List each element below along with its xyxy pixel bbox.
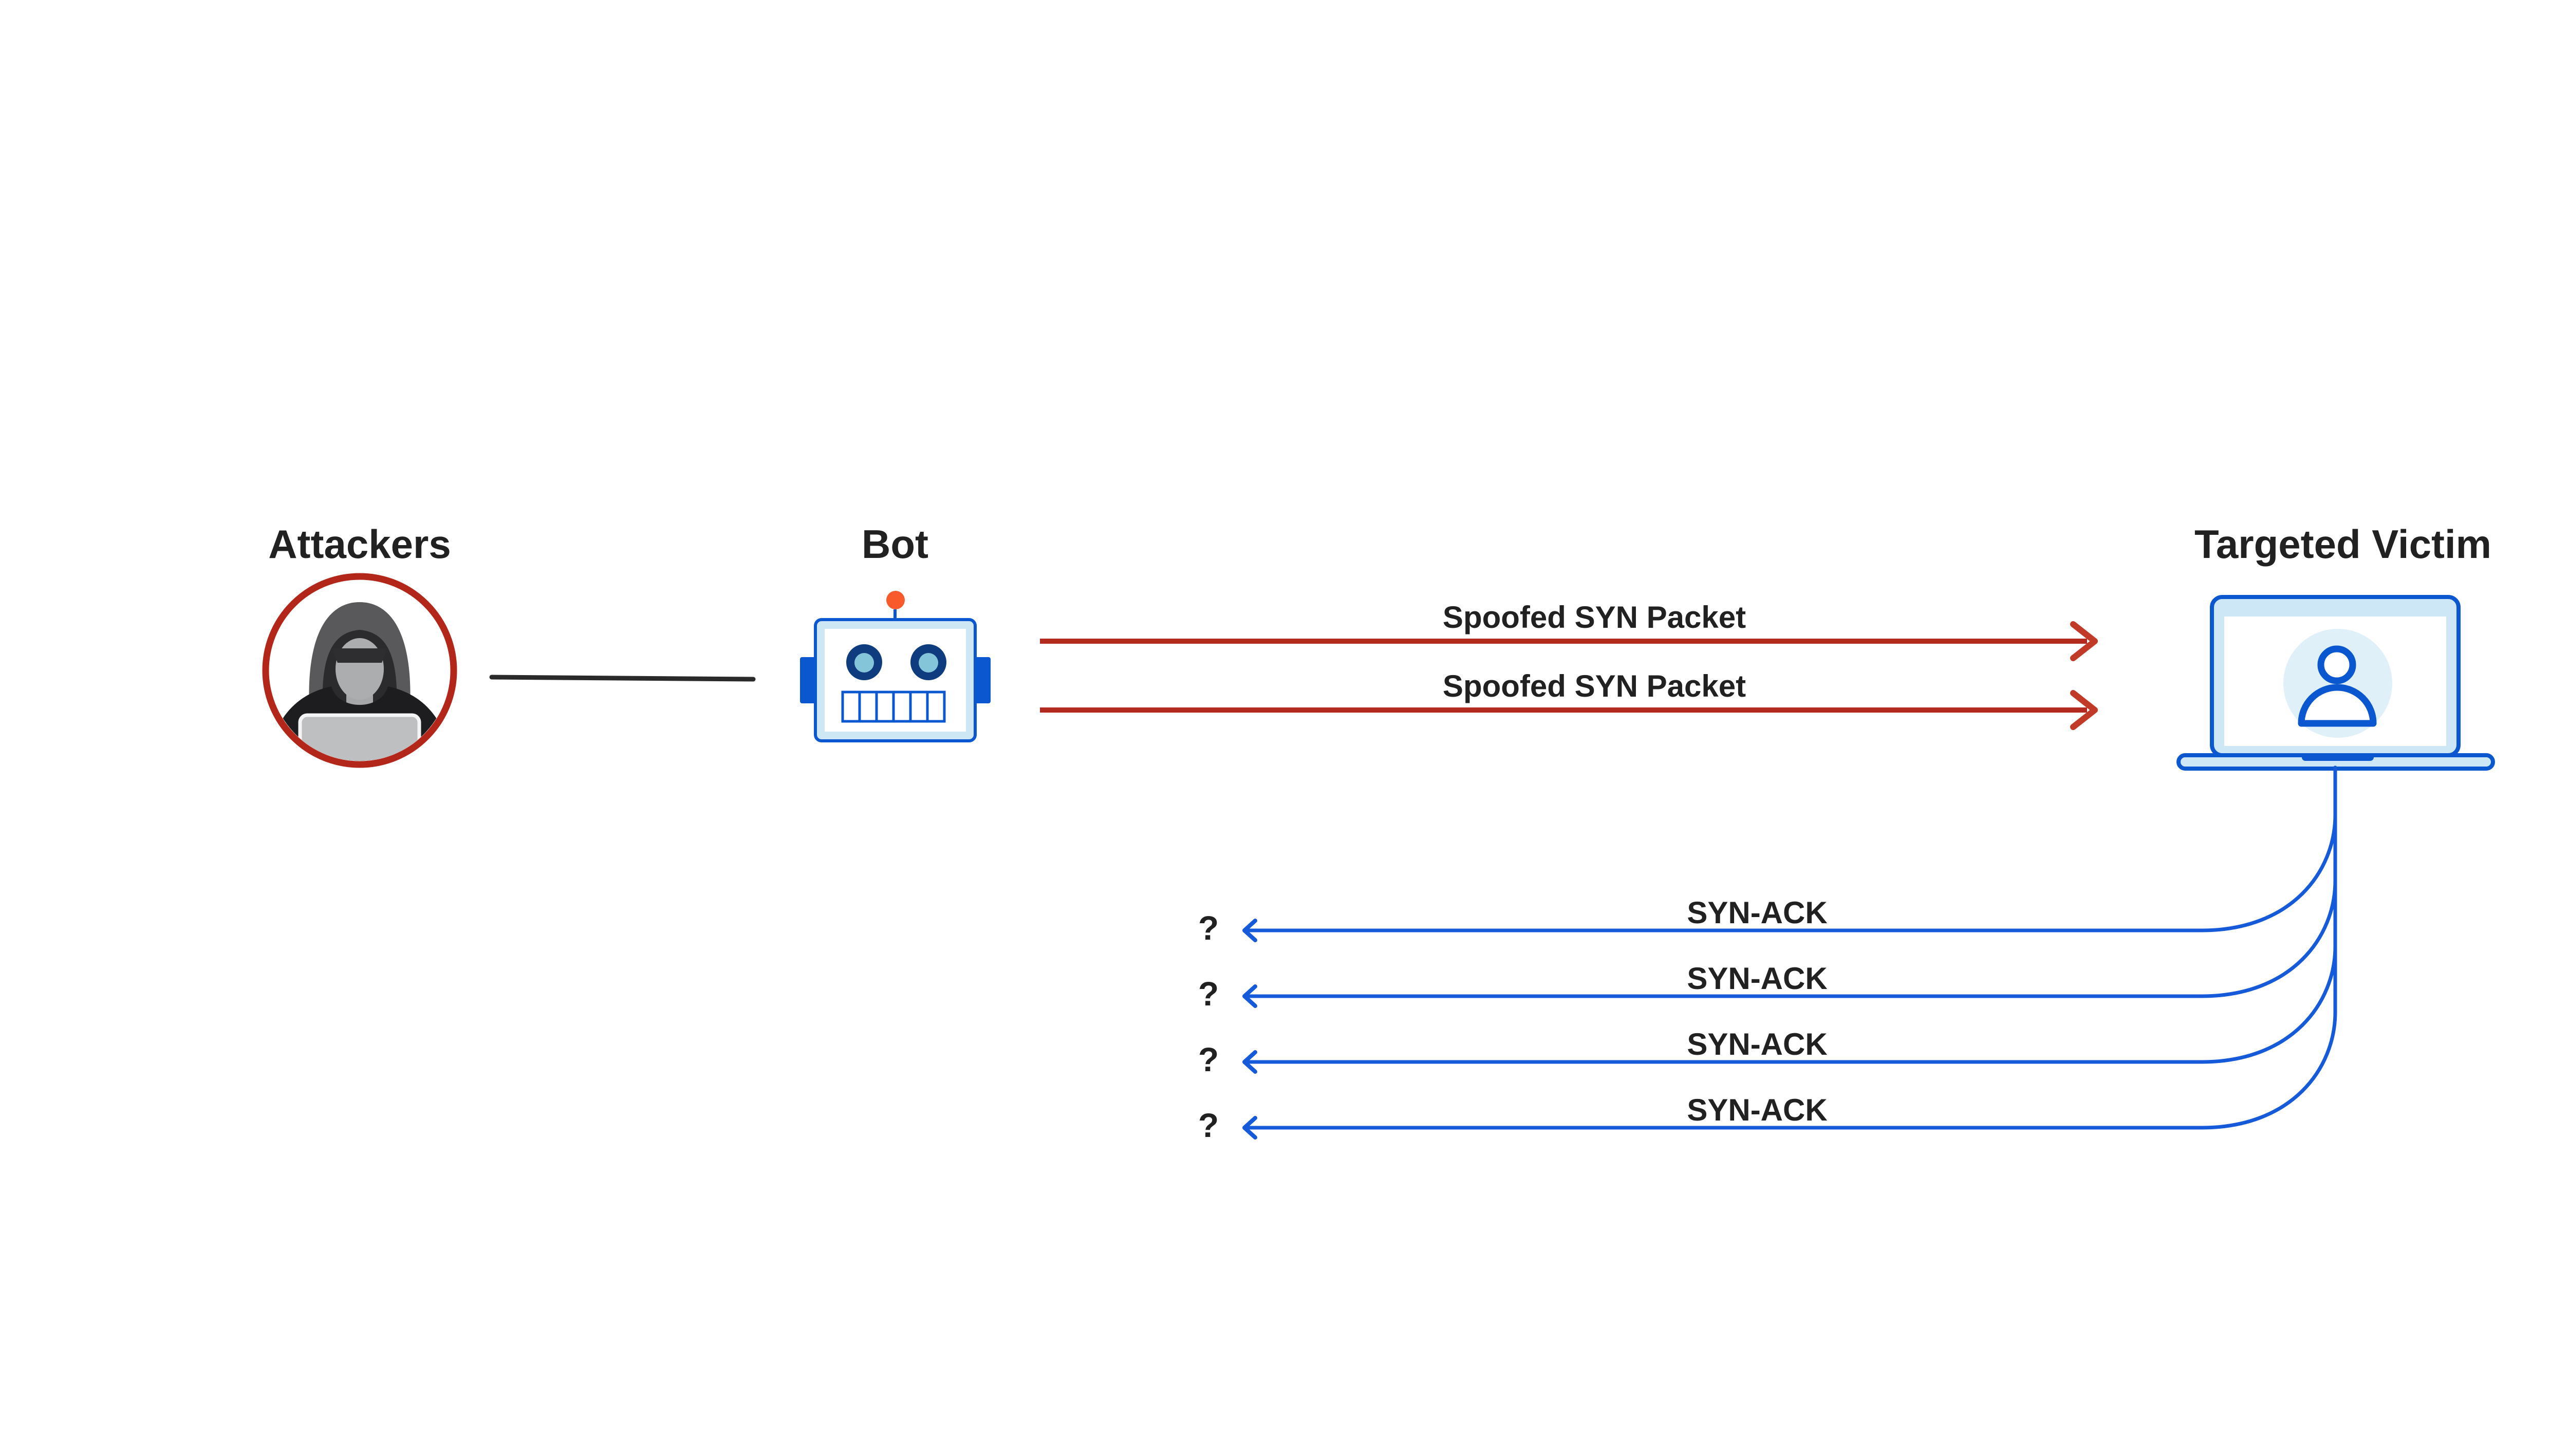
robot-icon (800, 591, 991, 742)
syn-ack-label-3: SYN-ACK (1687, 1027, 1827, 1061)
sunglasses-icon (332, 648, 387, 663)
spoofed-syn-flow: Spoofed SYN Packet Spoofed SYN Packet (1040, 600, 2098, 730)
question-mark-icon: ? (1198, 975, 1219, 1013)
victim-label: Targeted Victim (2194, 521, 2491, 567)
bot-label: Bot (862, 521, 928, 567)
laptop-notch (2302, 753, 2374, 761)
syn-ack-labels: SYN-ACK SYN-ACK SYN-ACK SYN-ACK (1687, 895, 1827, 1127)
attackers-node: Attackers (262, 521, 457, 768)
question-mark-icon: ? (1198, 1106, 1219, 1144)
robot-eye-right-pupil (919, 653, 938, 673)
attacker-bot-link-line (489, 675, 756, 682)
robot-ear-right (974, 657, 991, 703)
user-head-icon (2317, 645, 2356, 684)
hacker-avatar-icon (262, 573, 457, 768)
left-arrowhead-icon (1242, 1116, 1257, 1140)
antenna-ball-icon (886, 591, 905, 609)
question-mark-icon: ? (1198, 1040, 1219, 1078)
left-arrowhead-icon (1242, 984, 1257, 1008)
user-body-icon (2298, 684, 2377, 727)
syn-ack-curve-4 (1246, 766, 2337, 1130)
syn-ack-flow (1242, 766, 2337, 1140)
spoofed-syn-label-1: Spoofed SYN Packet (1443, 600, 1746, 634)
bot-node: Bot (800, 521, 991, 742)
question-mark-icon: ? (1198, 909, 1219, 947)
right-arrowhead-icon (2070, 690, 2098, 730)
victim-node: Targeted Victim (2176, 521, 2495, 771)
syn-ack-label-1: SYN-ACK (1687, 895, 1827, 930)
face (336, 638, 384, 700)
syn-ack-label-2: SYN-ACK (1687, 961, 1827, 996)
syn-ack-label-4: SYN-ACK (1687, 1093, 1827, 1127)
attackers-label: Attackers (268, 521, 451, 567)
left-arrowhead-icon (1242, 1050, 1257, 1074)
robot-eye-left-pupil (854, 653, 874, 673)
unknown-host-marks: ? ? ? ? (1198, 909, 1219, 1144)
laptop-user-icon (2176, 595, 2495, 771)
robot-ear-left (800, 657, 816, 703)
spoofed-syn-label-2: Spoofed SYN Packet (1443, 669, 1746, 703)
left-arrowhead-icon (1242, 919, 1257, 942)
robot-mouth (841, 690, 946, 723)
avatar-circle-border (262, 573, 457, 768)
right-arrowhead-icon (2070, 621, 2098, 661)
